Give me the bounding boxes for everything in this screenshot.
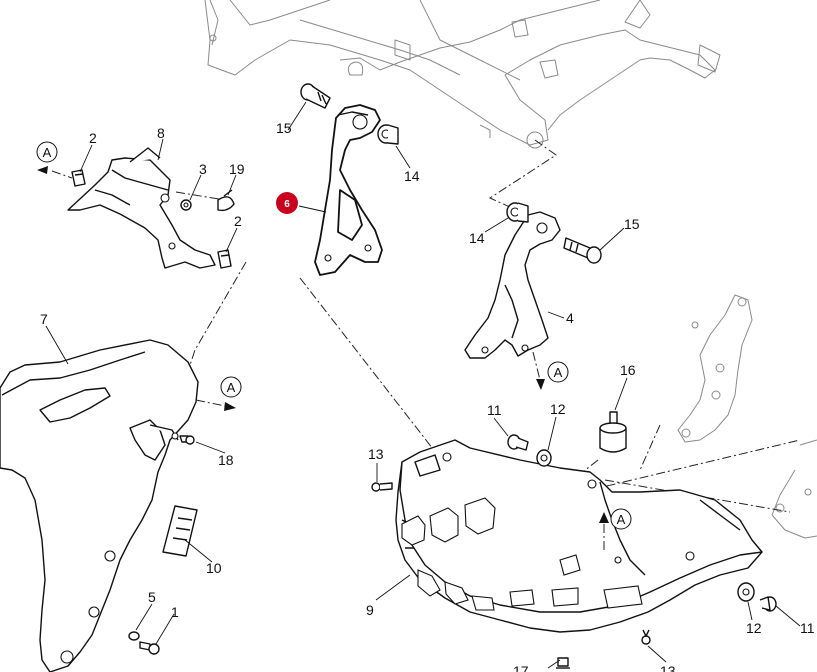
label-13-left: 13	[368, 446, 384, 462]
part-2-clip-lower	[217, 249, 232, 269]
part-number-labels: 2 8 3 19 2 7 15 14 14 15 4 16 11 12 13 1…	[40, 120, 815, 672]
label-4: 4	[566, 310, 574, 326]
part-15-bolt-upper	[300, 83, 331, 109]
part-14-bushing-upper	[377, 124, 399, 145]
label-12-middle: 12	[550, 401, 566, 417]
part-6-footpeg-bracket	[314, 104, 383, 276]
part-8-fairing-piece	[67, 147, 216, 269]
svg-text:A: A	[617, 512, 626, 527]
label-3: 3	[199, 161, 207, 177]
part-7-side-fairing	[0, 339, 199, 672]
leader-lines	[45, 101, 801, 669]
callout-a-guard: A	[599, 508, 632, 550]
label-16: 16	[620, 362, 636, 378]
label-2-lower: 2	[234, 213, 242, 229]
part-12-washer-middle	[536, 449, 552, 467]
label-17: 17	[513, 663, 529, 672]
frame-ghost	[204, 0, 721, 149]
label-14-upper: 14	[404, 168, 420, 184]
part-10-sticker	[162, 505, 198, 557]
part-14-bushing-lower	[506, 202, 529, 223]
label-15-upper: 15	[276, 120, 292, 136]
label-15-lower: 15	[624, 216, 640, 232]
part-12-washer-right	[737, 582, 755, 602]
part-15-bolt-lower	[563, 237, 602, 264]
svg-text:A: A	[554, 365, 563, 380]
part-3-screw	[180, 199, 192, 211]
part-5-washer	[128, 631, 140, 641]
part-11-bolt-middle	[507, 434, 529, 451]
label-10: 10	[206, 560, 222, 576]
side-bracket-ghost	[677, 294, 817, 539]
label-12-right: 12	[746, 620, 762, 636]
svg-text:A: A	[43, 145, 52, 160]
label-1: 1	[171, 604, 179, 620]
part-17-screw	[556, 657, 570, 669]
svg-text:6: 6	[284, 199, 290, 210]
callout-a-bracket: A	[532, 351, 569, 390]
label-11-right: 11	[800, 620, 815, 636]
label-18: 18	[218, 452, 234, 468]
part-1-screw	[139, 641, 160, 655]
part-9-sump-guard	[395, 439, 763, 633]
callout-a-fairing: A	[195, 376, 242, 411]
callout-a-top-left: A	[36, 141, 73, 179]
label-19: 19	[229, 161, 245, 177]
label-8: 8	[157, 125, 165, 141]
part-18-screw	[179, 435, 195, 445]
label-11-middle: 11	[487, 402, 502, 418]
part-16-standoff	[599, 411, 627, 453]
label-7: 7	[40, 311, 48, 327]
label-9: 9	[366, 602, 374, 618]
label-5: 5	[148, 589, 156, 605]
label-2-upper: 2	[89, 130, 97, 146]
highlight-badge-6[interactable]: 6	[276, 192, 298, 214]
svg-text:A: A	[227, 380, 236, 395]
part-11-bolt-right	[759, 596, 777, 612]
label-14-lower: 14	[469, 230, 485, 246]
part-13-screw-right	[641, 629, 651, 645]
part-2-clip-upper	[71, 169, 86, 187]
part-13-screw-left	[371, 482, 393, 492]
part-19-clip	[217, 189, 235, 212]
label-13-right: 13	[660, 663, 676, 672]
part-4-footpeg-bracket	[464, 211, 561, 359]
